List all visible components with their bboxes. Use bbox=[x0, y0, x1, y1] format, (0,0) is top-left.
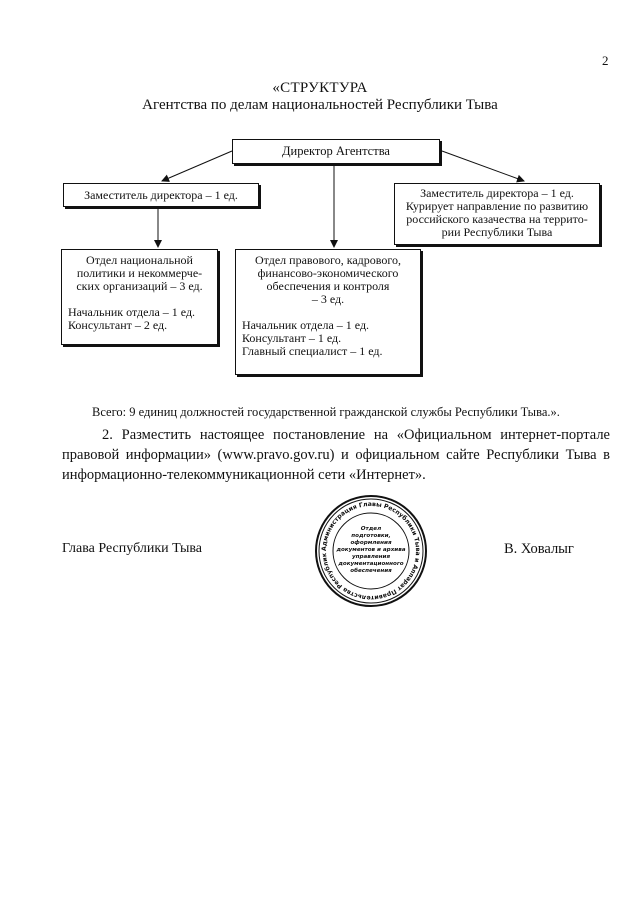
dept-legal-name-4: – 3 ед. bbox=[311, 292, 345, 306]
page-number: 2 bbox=[602, 53, 609, 68]
seal-line-4: документов и архива bbox=[335, 547, 405, 553]
dept-legal-box: Отдел правового, кадрового, финансово-эк… bbox=[235, 249, 421, 375]
seal-line-7: обеспечения bbox=[350, 567, 392, 574]
deputy-director-left-box: Заместитель директора – 1 ед. bbox=[63, 183, 259, 207]
director-label: Директор Агентства bbox=[282, 144, 390, 158]
dept-national-staff-2: Консультант – 2 ед. bbox=[68, 318, 168, 332]
dept-legal-staff-2: Консультант – 1 ед. bbox=[242, 331, 342, 345]
dept-national-name-3: ских организаций – 3 ед. bbox=[76, 279, 203, 293]
seal-line-2: подготовки, bbox=[351, 533, 390, 539]
dept-national-staff-1: Начальник отдела – 1 ед. bbox=[68, 305, 196, 319]
dept-national-policy-box: Отдел национальной политики и некоммерче… bbox=[61, 249, 218, 345]
signature-position: Глава Республики Тыва bbox=[62, 541, 203, 556]
seal-line-5: управления bbox=[352, 554, 391, 560]
dept-national-name-2: политики и некоммерче- bbox=[76, 266, 203, 280]
dept-legal-staff-1: Начальник отдела – 1 ед. bbox=[242, 318, 370, 332]
connector-director-deputy-right bbox=[441, 150, 525, 183]
deputy-right-line1: Заместитель директора – 1 ед. bbox=[420, 186, 574, 200]
seal-line-1: Отдел bbox=[361, 526, 381, 532]
dept-legal-name-3: обеспечения и контроля bbox=[266, 279, 390, 293]
document-title: «СТРУКТУРА bbox=[272, 80, 368, 96]
deputy-left-label: Заместитель директора – 1 ед. bbox=[84, 188, 238, 202]
dept-legal-name-2: финансово-экономического bbox=[257, 266, 399, 280]
connector-director-deputy-left bbox=[161, 150, 233, 182]
total-positions-text: Всего: 9 единиц должностей государственн… bbox=[92, 405, 560, 419]
document-subtitle: Агентства по делам национальностей Респу… bbox=[142, 97, 498, 113]
dept-legal-name-1: Отдел правового, кадрового, bbox=[255, 253, 401, 267]
seal-line-6: документационного bbox=[337, 561, 403, 567]
director-box: Директор Агентства bbox=[232, 139, 440, 164]
deputy-right-line2: Курирует направление по развитию bbox=[405, 199, 589, 213]
deputy-right-line3: российского казачества на террито- bbox=[406, 212, 588, 226]
official-seal: Администрация Главы Республики Тыва и Ап… bbox=[314, 494, 427, 607]
deputy-right-line4: рии Республики Тыва bbox=[441, 225, 553, 239]
paragraph-2: 2. Разместить настоящее постановление на… bbox=[62, 427, 610, 483]
dept-legal-staff-3: Главный специалист – 1 ед. bbox=[242, 344, 383, 358]
seal-line-3: оформления bbox=[350, 539, 391, 546]
dept-national-name-1: Отдел национальной bbox=[86, 253, 193, 267]
deputy-director-right-box: Заместитель директора – 1 ед. Курирует н… bbox=[394, 183, 600, 245]
signature-name: В. Ховалыг bbox=[504, 541, 574, 557]
